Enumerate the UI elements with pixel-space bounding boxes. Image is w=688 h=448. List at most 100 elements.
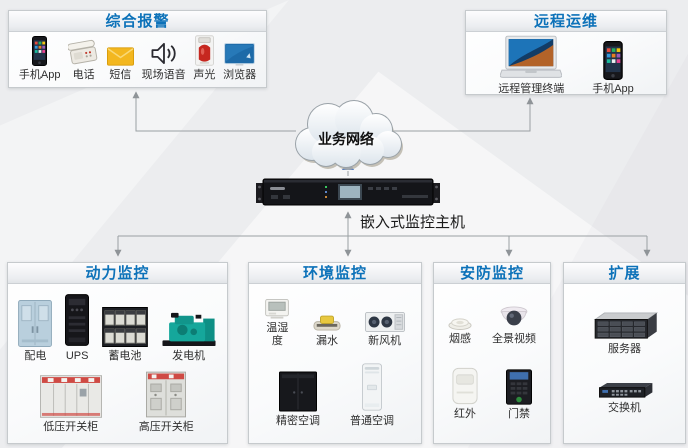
item-label: 短信 (109, 69, 132, 81)
item-label: 低压开关柜 (43, 420, 99, 433)
alarm-item-browser: 浏览器 (223, 43, 256, 82)
expand-box-title: 扩展 (608, 264, 641, 282)
line-cloud-to-remote-box (390, 97, 534, 132)
alarm-item-voice: 现场语音 (142, 41, 186, 82)
host-label: 嵌入式监控主机 (360, 214, 466, 231)
fresh-air-unit-icon (364, 312, 406, 333)
security-box: 安防监控 烟感 (433, 262, 551, 444)
high-voltage-switchgear-icon (146, 371, 187, 418)
item-label: 红外 (454, 407, 476, 420)
item-label: 普通空调 (350, 414, 394, 427)
telephone-icon (68, 39, 99, 66)
item-label: 手机App (592, 83, 634, 95)
security-item-panoramic-video: 全景视频 (492, 306, 536, 346)
access-control-icon (506, 368, 532, 405)
power-distribution-cabinet-icon (18, 300, 53, 348)
power-item-distribution: 配电 (18, 300, 53, 363)
remote-box-header: 远程运维 (466, 11, 666, 32)
item-label: 发电机 (172, 350, 206, 363)
item-label: 漏水 (315, 335, 338, 348)
business-network-cloud: 业务网络 (288, 98, 404, 170)
line-cloud-to-alarm-box (132, 91, 296, 132)
item-label: 精密空调 (276, 414, 320, 427)
item-label: UPS (65, 350, 89, 363)
power-box-title: 动力监控 (85, 264, 150, 282)
item-label: 交换机 (608, 401, 641, 414)
battery-bank-icon (102, 307, 148, 348)
item-label: 声光 (193, 69, 216, 81)
sms-envelope-icon (106, 47, 134, 66)
security-item-access-control: 门禁 (506, 368, 532, 421)
alarm-box-title: 综合报警 (105, 12, 170, 30)
env-item-water-leak: 漏水 (313, 315, 341, 348)
cloud-label: 业务网络 (318, 131, 374, 147)
security-box-title: 安防监控 (459, 264, 524, 282)
expand-item-switch: 交换机 (597, 382, 653, 415)
remote-box: 远程运维 远程管理终端 (465, 10, 667, 95)
env-box: 环境监控 温湿度 (248, 262, 422, 444)
env-item-standard-ac: 普通空调 (350, 362, 394, 428)
rack-unit-icon (256, 178, 440, 206)
sound-light-alarm-icon (194, 35, 214, 66)
item-label: 新风机 (368, 335, 402, 348)
security-box-header: 安防监控 (434, 263, 550, 284)
security-item-infrared: 红外 (452, 367, 478, 421)
low-voltage-switchgear-icon (39, 374, 102, 418)
alarm-box: 综合报警 手机App (8, 10, 267, 88)
item-label: 全景视频 (492, 333, 536, 346)
voice-speaker-icon (150, 41, 177, 66)
browser-icon (224, 43, 255, 66)
item-label: 门禁 (508, 407, 530, 420)
smartphone-icon (603, 41, 623, 80)
power-item-battery: 蓄电池 (102, 307, 148, 363)
remote-item-terminal: 远程管理终端 (498, 35, 564, 96)
laptop-icon (500, 35, 563, 80)
infrared-sensor-icon (452, 367, 478, 405)
temp-humidity-sensor-icon (265, 299, 290, 319)
alarm-item-telephone: 电话 (68, 39, 99, 82)
server-icon (592, 312, 658, 340)
smoke-detector-icon (448, 317, 472, 331)
embedded-host-device (256, 175, 440, 209)
generator-icon (161, 311, 217, 347)
env-box-header: 环境监控 (249, 263, 421, 284)
item-label: 电话 (72, 69, 95, 81)
item-label: 高压开关柜 (138, 420, 194, 433)
item-label: 温湿度 (266, 322, 289, 348)
env-box-title: 环境监控 (302, 264, 367, 282)
env-item-fresh-air: 新风机 (364, 312, 406, 348)
power-item-lv-switchgear: 低压开关柜 (39, 374, 102, 434)
item-label: 蓄电池 (108, 350, 142, 363)
alarm-box-header: 综合报警 (9, 11, 266, 32)
item-label: 手机App (18, 69, 61, 81)
alarm-item-phone-app: 手机App (18, 36, 61, 82)
ups-tower-icon (65, 293, 90, 347)
expand-item-server: 服务器 (592, 312, 658, 356)
expand-box: 扩展 服务器 (563, 262, 686, 444)
smartphone-icon (32, 36, 48, 66)
item-label: 浏览器 (223, 69, 257, 81)
alarm-item-sound-light: 声光 (193, 35, 215, 82)
dome-camera-icon (500, 306, 528, 330)
network-switch-icon (597, 382, 653, 399)
power-item-generator: 发电机 (161, 311, 217, 363)
env-item-temp-humidity: 温湿度 (264, 299, 290, 348)
env-item-precision-ac: 精密空调 (276, 371, 320, 428)
alarm-item-sms: 短信 (106, 47, 134, 82)
power-item-hv-switchgear: 高压开关柜 (137, 371, 195, 434)
water-leak-sensor-icon (313, 315, 341, 332)
item-label: 配电 (24, 350, 47, 363)
power-box-header: 动力监控 (8, 263, 227, 284)
standard-ac-icon (362, 362, 382, 412)
power-item-ups: UPS (65, 293, 90, 363)
item-label: 现场语音 (141, 69, 186, 81)
item-label: 烟感 (449, 333, 471, 346)
remote-item-phone-app: 手机App (592, 41, 634, 96)
remote-box-title: 远程运维 (533, 12, 598, 30)
power-box: 动力监控 配电 (7, 262, 228, 444)
expand-box-header: 扩展 (564, 263, 685, 284)
item-label: 远程管理终端 (498, 83, 565, 95)
security-item-smoke: 烟感 (448, 317, 472, 346)
item-label: 服务器 (608, 342, 641, 355)
